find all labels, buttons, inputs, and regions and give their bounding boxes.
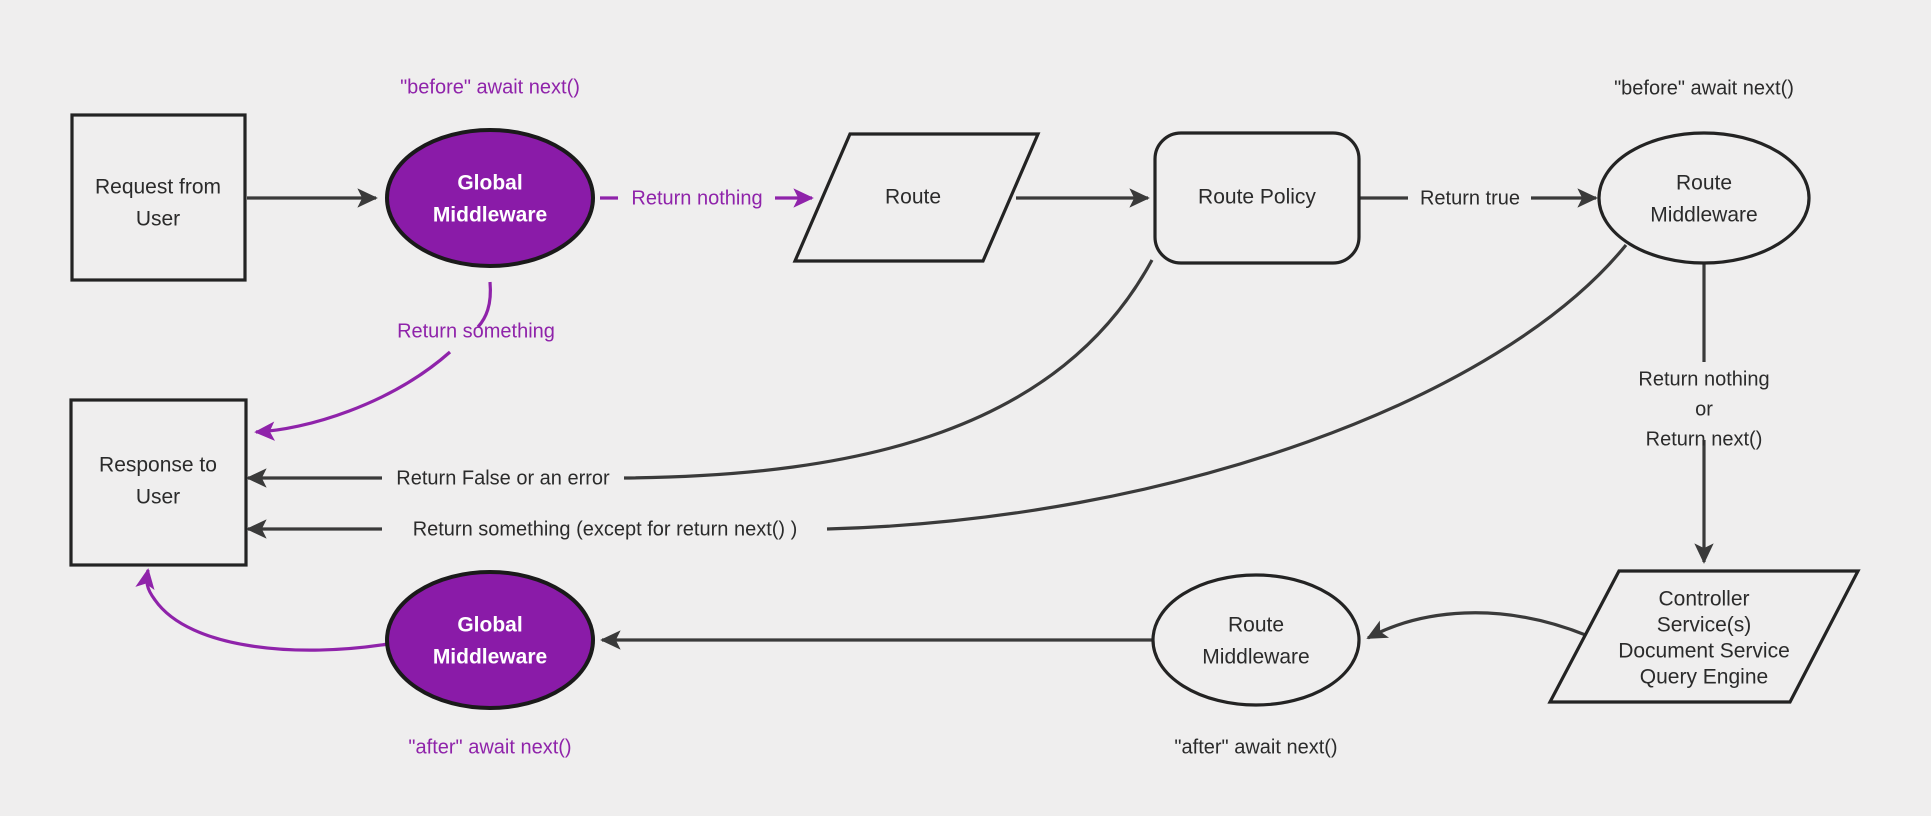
node-global-middleware-top-label-line2: Middleware [433, 204, 547, 227]
node-response-to-user-label-line2: User [136, 486, 180, 509]
node-route-policy[interactable] [1153, 131, 1361, 265]
edge-controller-to-route-middleware-bottom [1366, 611, 1589, 640]
edge-label-return-nothing: Return nothing [631, 187, 762, 209]
node-global-middleware-bottom-label-line1: Global [457, 614, 522, 637]
node-request-from-user-label-line2: User [136, 208, 180, 231]
node-controller-services-label-line2: Service(s) [1657, 614, 1752, 637]
edge-label-return-true: Return true [1420, 187, 1520, 209]
node-response-to-user-label-line1: Response to [99, 454, 217, 477]
node-route-middleware-top-label-line1: Route [1676, 172, 1732, 195]
edge-label-return-something-except: Return something (except for return next… [413, 518, 798, 540]
node-response-to-user[interactable] [69, 398, 248, 567]
annotation-before-await-next-left: "before" await next() [400, 76, 580, 98]
node-controller-services-label-line3: Document Service [1618, 640, 1790, 663]
node-controller-services[interactable] [1547, 569, 1861, 704]
node-route-middleware-bottom[interactable] [1151, 573, 1361, 707]
edge-global-middleware-bottom-to-response [135, 568, 389, 652]
node-route-middleware-bottom-label-line1: Route [1228, 614, 1284, 637]
node-global-middleware-top[interactable] [385, 128, 595, 268]
edge-label-return-something: Return something [397, 320, 555, 342]
annotation-after-await-next-left: "after" await next() [408, 736, 571, 758]
node-route-label: Route [885, 186, 941, 209]
node-route-middleware-top[interactable] [1597, 131, 1811, 265]
edge-global-middleware-top-to-response [476, 281, 492, 329]
edge-label-return-nothing-or-next-line3: Return next() [1646, 428, 1763, 450]
node-request-from-user[interactable] [70, 113, 247, 282]
node-route-middleware-top-label-line2: Middleware [1650, 204, 1757, 227]
node-controller-services-label-line4: Query Engine [1640, 666, 1768, 689]
annotation-after-await-next-right: "after" await next() [1174, 736, 1337, 758]
edge-label-return-nothing-or-next-line2: or [1695, 398, 1713, 420]
node-route-middleware-bottom-label-line2: Middleware [1202, 646, 1309, 669]
node-route[interactable] [792, 132, 1041, 263]
edge-label-return-false-or-error: Return False or an error [396, 467, 610, 489]
edge-global-middleware-top-to-response-arrow [254, 350, 452, 441]
annotation-before-await-next-right: "before" await next() [1614, 77, 1794, 99]
edge-route-middleware-to-response-something [826, 243, 1628, 531]
node-route-policy-label: Route Policy [1198, 186, 1316, 209]
node-global-middleware-bottom-label-line2: Middleware [433, 646, 547, 669]
node-controller-services-label-line1: Controller [1658, 588, 1749, 611]
node-request-from-user-label-line1: Request from [95, 176, 221, 199]
edge-route-policy-to-response-false [623, 259, 1154, 480]
node-global-middleware-top-label-line1: Global [457, 172, 522, 195]
edge-label-return-nothing-or-next-line1: Return nothing [1638, 368, 1769, 390]
node-global-middleware-bottom[interactable] [385, 570, 595, 710]
